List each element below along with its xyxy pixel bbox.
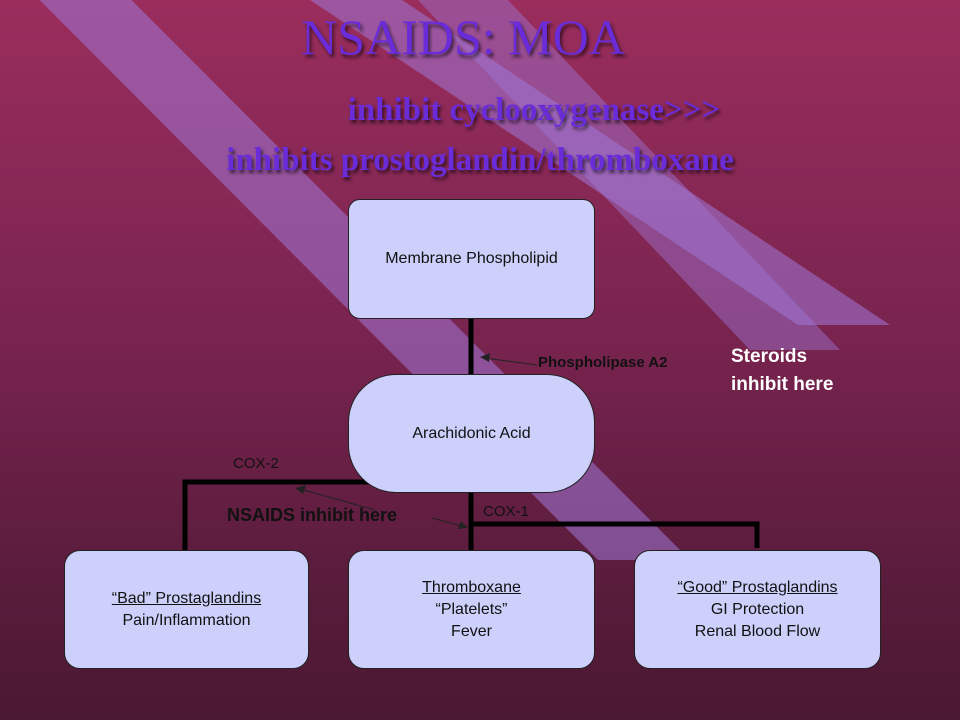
cox2-label: COX-2 — [233, 455, 279, 472]
node-thromboxane: Thromboxane “Platelets” Fever — [348, 550, 595, 669]
node-thromboxane-effect2: Fever — [451, 622, 492, 640]
node-bad-effect: Pain/Inflammation — [122, 611, 251, 629]
node-good-title: “Good” Prostaglandins — [677, 578, 838, 596]
node-thromboxane-effect1: “Platelets” — [435, 600, 508, 618]
node-bad-prostaglandins: “Bad” Prostaglandins Pain/Inflammation — [64, 550, 309, 669]
node-bad-title: “Bad” Prostaglandins — [111, 589, 262, 607]
steroids-label-line2: inhibit here — [731, 374, 834, 395]
node-arachidonic-label: Arachidonic Acid — [412, 424, 531, 442]
arrow-nsaids-cox2-line — [299, 488, 376, 511]
node-membrane-label: Membrane Phospholipid — [385, 250, 558, 267]
nsaids-label: NSAIDS inhibit here — [227, 505, 398, 525]
connector-cox1-branch — [471, 521, 760, 548]
connector-cox2-branch — [182, 479, 372, 550]
node-good-prostaglandins: “Good” Prostaglandins GI Protection Rena… — [634, 550, 881, 669]
node-good-effect1: GI Protection — [710, 600, 805, 618]
node-arachidonic-acid: Arachidonic Acid — [348, 374, 595, 493]
node-good-effect2: Renal Blood Flow — [694, 622, 821, 640]
cox1-label: COX-1 — [483, 503, 529, 520]
slide-subtitle-line1: inhibit cyclooxygenase>>> — [347, 92, 721, 128]
steroids-label-line1: Steroids — [731, 346, 808, 367]
arrow-nsaids-cox1-head — [458, 521, 468, 529]
node-membrane-phospholipid: Membrane Phospholipid — [348, 199, 595, 319]
phospholipase-label: Phospholipase A2 — [538, 354, 668, 371]
arrow-phospholipase-head — [480, 353, 490, 362]
slide-title: NSAIDS: MOA — [301, 9, 625, 65]
arrow-nsaids-cox2-head — [295, 485, 306, 494]
slide-subtitle-line2: inhibits prostoglandin/thromboxane — [226, 142, 734, 178]
node-thromboxane-title: Thromboxane — [422, 578, 521, 596]
arrow-phospholipase-line — [484, 357, 538, 366]
